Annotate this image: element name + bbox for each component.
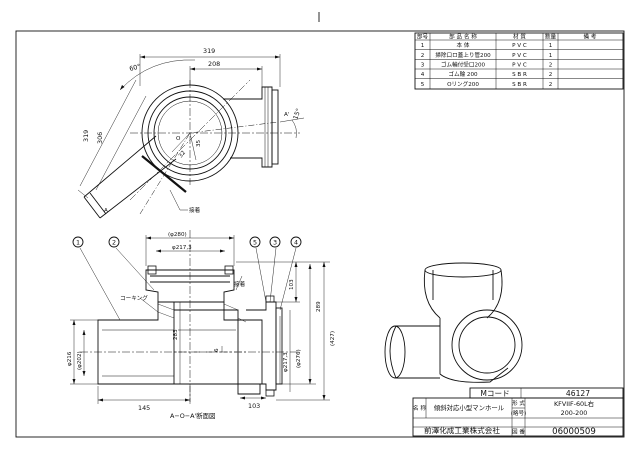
section-view: 1 2 5 3 4 (φ280) φ217,3 103 289 (427) 28…	[67, 230, 336, 420]
parts-header-3: 数量	[545, 33, 557, 41]
dim-202: (φ202)	[77, 351, 83, 370]
parts-row-name: ゴム輪 200	[448, 70, 478, 78]
parts-row-name: 掃除口ロ蓋上り管200	[435, 51, 491, 59]
mcode-label: Mコード	[480, 389, 509, 398]
balloon-4: 4	[294, 238, 298, 246]
parts-header-1: 部 品 名 称	[449, 33, 477, 41]
name-value: 傾斜対応小型マンホール	[434, 403, 505, 412]
drawing-no-label: 図 番	[512, 429, 525, 436]
dim-32: 32	[178, 150, 187, 159]
label-caulking: コーキング	[120, 294, 148, 302]
dim-427: (427)	[330, 331, 336, 346]
parts-row-material: P V C	[512, 43, 527, 49]
inclined-branch-outline	[83, 135, 177, 219]
dim-103-right: 103	[289, 279, 295, 290]
parts-row-no: 2	[421, 53, 425, 59]
parts-row-material: S B R	[512, 82, 527, 88]
parts-row-no: 1	[421, 43, 425, 49]
dim-6: 6	[214, 348, 220, 352]
dim-216: φ216	[67, 351, 73, 366]
parts-header-4: 備 考	[584, 33, 597, 41]
dim-289: 289	[316, 301, 322, 312]
angle-15: 15°	[291, 107, 302, 120]
parts-row-no: 5	[421, 82, 425, 88]
isometric-view	[384, 262, 523, 383]
parts-row-no: 4	[421, 72, 425, 78]
dim-319-vertical: 319	[82, 130, 90, 142]
top-view: A A' O 319 208 60° 15° 319 306 32 35 接着	[77, 47, 305, 219]
section-title: A−O−A'断面図	[170, 411, 215, 420]
parts-row-qty: 2	[549, 72, 553, 78]
parts-row-qty: 1	[549, 43, 553, 49]
dim-217-3-top: φ217,3	[172, 245, 192, 251]
parts-row-name: 本 体	[457, 41, 470, 49]
drawing-no: 06000509	[552, 427, 596, 437]
parts-row-material: P V C	[512, 53, 527, 59]
section-mark-a: A	[104, 208, 108, 214]
model-value-line1: KFVIIF-60L右	[554, 399, 594, 408]
parts-header-2: 材 質	[513, 33, 526, 41]
dim-208: 208	[208, 60, 220, 68]
company-name: 前澤化成工業株式会社	[424, 425, 500, 435]
label-glue: 接着	[234, 280, 246, 288]
section-mark-o: O	[176, 136, 181, 142]
parts-table: 部号 部 品 名 称 材 質 数量 備 考 1 本 体 P V C 1 2 掃除口ロ蓋上り管200…	[414, 32, 624, 90]
mcode-value: 46127	[566, 389, 590, 398]
parts-row-qty: 2	[549, 82, 553, 88]
dim-283: 283	[173, 329, 179, 340]
parts-header-0: 部号	[417, 33, 429, 41]
dim-217-3-right: φ217,3	[283, 352, 289, 372]
parts-row-qty: 1	[549, 53, 553, 59]
balloon-5: 5	[253, 238, 257, 246]
callout-glue-top: 接着	[189, 206, 201, 214]
section-mark-a-prime: A'	[284, 112, 289, 118]
model-value-line2: 200-200	[561, 409, 588, 417]
balloon-1: 1	[76, 238, 80, 246]
dim-103-bottom: 103	[248, 402, 260, 410]
dim-280: (φ280)	[168, 232, 187, 238]
parts-row-material: P V C	[512, 63, 527, 69]
balloon-2: 2	[112, 238, 116, 246]
model-label: 形 式	[512, 399, 525, 407]
dim-306: 306	[96, 132, 104, 144]
name-label: 名 称	[413, 404, 426, 412]
dim-145: 145	[138, 404, 150, 412]
title-block: Mコード 46127 名 称 傾斜対応小型マンホール 形 式 (略号) KFVI…	[412, 387, 624, 437]
dim-276: (φ276)	[296, 349, 302, 368]
parts-row-no: 3	[421, 63, 425, 69]
model-sub-label: (略号)	[511, 409, 527, 417]
angle-60: 60°	[128, 62, 141, 73]
sheet-border	[15, 30, 625, 438]
balloon-3: 3	[273, 238, 277, 246]
parts-row-material: S B R	[512, 72, 527, 78]
balloon-group: 1 2 5 3 4	[72, 236, 302, 248]
dim-319-horizontal: 319	[203, 47, 215, 55]
parts-row-name: ゴム輪付受口200	[441, 61, 486, 69]
dim-35: 35	[196, 139, 202, 147]
parts-row-qty: 2	[549, 63, 553, 69]
parts-row-name: Oリング200	[447, 80, 479, 88]
